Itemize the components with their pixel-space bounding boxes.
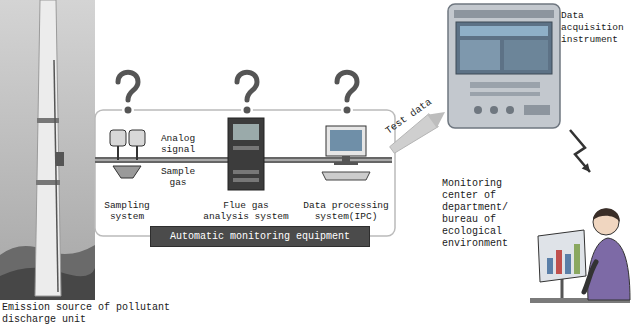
data-acquisition-device — [470, 82, 540, 88]
analyzer-cabinet — [233, 178, 259, 182]
chimney-photo — [0, 0, 95, 300]
monitoring-person — [556, 250, 562, 274]
node-label: Emission source of pollutant discharge u… — [2, 302, 182, 326]
question-mark — [237, 72, 257, 116]
chimney-photo — [0, 0, 95, 300]
sampling-icon — [117, 146, 119, 160]
analyzer-cabinet — [228, 118, 264, 190]
question-mark — [118, 72, 138, 116]
emission-source: Emission source of pollutant discharge u… — [0, 0, 95, 300]
data-acquisition-device — [524, 105, 550, 115]
data-acquisition-device — [490, 106, 498, 114]
data-acquisition-device — [448, 4, 560, 128]
monitoring-person — [561, 279, 564, 298]
data-acquisition-device — [448, 4, 560, 128]
sampling-icon — [136, 146, 138, 160]
monitoring-person — [538, 230, 586, 282]
monitoring-person — [530, 208, 630, 303]
monitoring-person — [593, 208, 620, 222]
ipc-computer — [322, 126, 370, 180]
equipment-frame — [95, 110, 395, 236]
chimney-photo — [35, 0, 61, 296]
ipc-computer — [342, 156, 350, 162]
monitoring-person — [584, 262, 596, 292]
question-mark — [337, 72, 357, 116]
data-acquisition-device — [456, 22, 552, 74]
question-mark — [125, 107, 132, 114]
data-acquisition-device — [506, 106, 514, 114]
data-acquisition-device — [454, 10, 554, 18]
analyzer-cabinet — [233, 124, 259, 140]
wireless-bolt — [570, 130, 590, 172]
connector-label: Sample gas — [158, 166, 198, 188]
monitoring-person — [547, 258, 553, 274]
connector — [570, 130, 590, 172]
data-acquisition-device — [504, 40, 548, 70]
question-mark — [241, 104, 253, 116]
chimney-photo — [56, 152, 64, 166]
pipe-line — [292, 157, 300, 163]
equipment-frame — [95, 110, 395, 236]
node-label: Flue gas analysis system — [200, 200, 292, 222]
ipc-computer — [334, 162, 358, 165]
question-mark — [122, 104, 134, 116]
sampling-icon — [129, 130, 145, 146]
node-label: Automatic monitoring equipment — [155, 230, 365, 243]
question-mark — [337, 72, 357, 100]
sampling-system: Sampling system — [98, 72, 156, 222]
question-mark — [337, 72, 357, 100]
question-mark — [344, 107, 351, 114]
sampling-icon — [110, 130, 145, 178]
data-acquisition-device — [460, 40, 500, 70]
data-acquisition-device — [474, 106, 482, 114]
monitoring-person — [565, 254, 571, 274]
question-mark — [237, 72, 257, 100]
arrow-head — [427, 112, 445, 128]
data-acquisition-device — [470, 92, 540, 96]
analysis-system: Flue gas analysis system — [200, 72, 292, 222]
node-label: Data acquisition instrument — [561, 10, 626, 46]
processing-system: Data processing system(IPC) — [300, 72, 392, 222]
pipe-line — [95, 157, 98, 163]
monitoring-center: Monitoring center of department/ bureau … — [440, 172, 630, 326]
ipc-computer — [326, 126, 366, 156]
arrow-head — [582, 163, 590, 172]
data-acquisition-device — [460, 26, 548, 36]
question-mark — [244, 107, 251, 114]
question-mark — [118, 72, 138, 100]
question-mark — [237, 72, 257, 100]
acquisition-instrument: Data acquisition instrument — [445, 4, 628, 130]
ipc-computer — [330, 130, 362, 151]
equipment-band: Automatic monitoring equipment — [150, 226, 370, 247]
sampling-icon — [113, 166, 141, 178]
connector — [95, 160, 98, 161]
sampling-icon — [110, 130, 126, 146]
pipe-line — [95, 159, 98, 161]
connector — [156, 160, 200, 161]
signal-label: Analog signal — [158, 133, 198, 155]
node-label: Sampling system — [98, 200, 156, 222]
analyzer-cabinet — [233, 146, 259, 150]
analyzer-cabinet — [233, 170, 259, 174]
question-mark — [341, 104, 353, 116]
question-mark — [118, 72, 138, 100]
analyzer-cabinet — [228, 118, 264, 190]
node-label: Data processing system(IPC) — [300, 200, 392, 222]
pipe-line — [156, 157, 200, 163]
pipe-line — [292, 159, 300, 161]
connector — [292, 160, 300, 161]
monitoring-person — [574, 244, 580, 274]
monitoring-person — [593, 209, 619, 235]
node-label: Monitoring center of department/ bureau … — [442, 178, 538, 250]
pipe-line — [156, 159, 200, 161]
ipc-computer — [322, 172, 370, 180]
chimney-photo — [54, 60, 58, 292]
